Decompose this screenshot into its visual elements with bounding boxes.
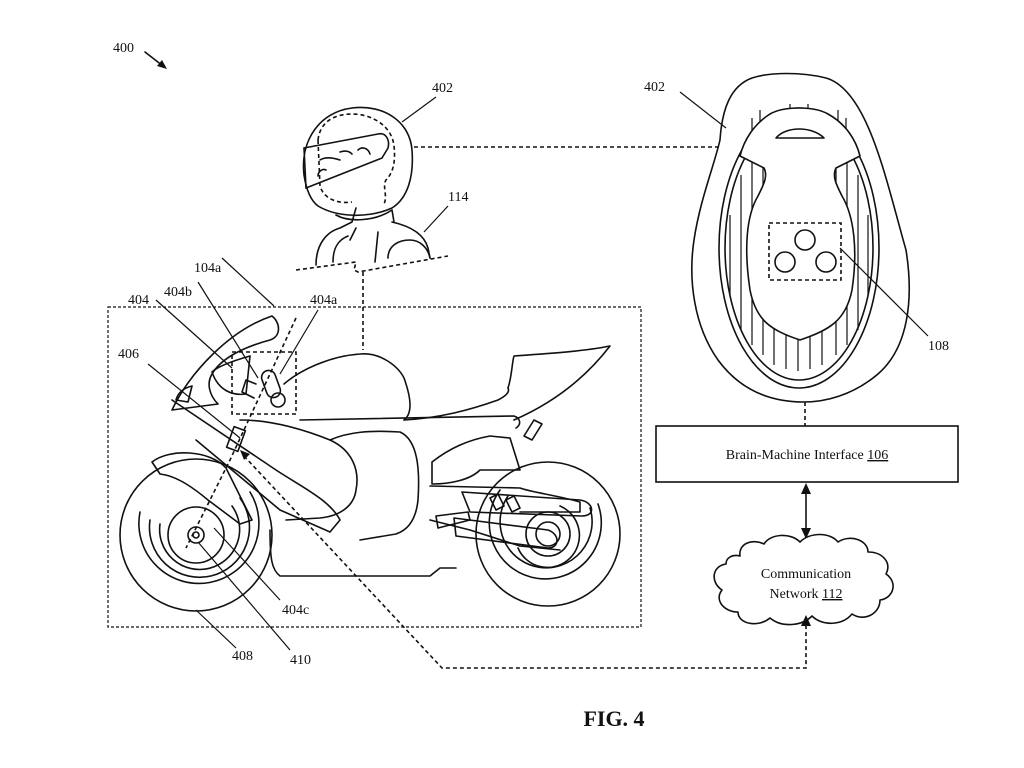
- label-404c: 404c: [282, 603, 309, 618]
- rear-wheel: [475, 461, 621, 607]
- controller-406: [225, 425, 247, 453]
- front-wheel: [119, 458, 273, 612]
- bidirectional-arrow-icon: [801, 483, 811, 539]
- arrow-head-icon: [240, 450, 250, 460]
- network-label-line1: Communication: [761, 567, 851, 582]
- bmi-block[interactable]: Brain-Machine Interface 106: [655, 425, 959, 483]
- label-402-top: 402: [644, 80, 665, 95]
- communication-network-cloud[interactable]: Communication Network 112: [713, 533, 894, 626]
- helmet-top-view: 402 108: [644, 72, 949, 403]
- leader-108: [839, 247, 929, 337]
- leader-410: [197, 541, 291, 651]
- arrow-head-icon: [801, 615, 811, 626]
- figure-ref-arrow-icon: [144, 51, 167, 69]
- link-vehicle-to-network: [240, 450, 811, 669]
- leader-402-side: [401, 96, 437, 123]
- sensor-group-box: [231, 351, 297, 415]
- figure-title: FIG. 4: [583, 706, 644, 731]
- leader-404b: [197, 281, 259, 379]
- leader-406: [147, 363, 241, 439]
- figure-reference: 400: [113, 41, 167, 69]
- leader-114: [423, 205, 449, 233]
- vehicle-system-boundary: [107, 306, 642, 628]
- label-404: 404: [128, 293, 149, 308]
- label-404a: 404a: [310, 293, 338, 308]
- figure-ref-label: 400: [113, 41, 134, 56]
- leader-404a: [279, 309, 319, 375]
- leader-104a: [221, 257, 275, 307]
- label-408: 408: [232, 649, 253, 664]
- label-114: 114: [448, 190, 468, 205]
- label-402-side: 402: [432, 81, 453, 96]
- bmi-label: Brain-Machine Interface 106: [726, 448, 888, 463]
- bci-electrode: [794, 229, 816, 251]
- bci-electrode: [774, 251, 796, 273]
- leader-408: [195, 609, 237, 649]
- motorcycle: [119, 315, 621, 612]
- label-404b: 404b: [164, 285, 192, 300]
- label-406: 406: [118, 347, 139, 362]
- network-label-line2: Network 112: [770, 587, 843, 602]
- leader-402-top: [679, 91, 727, 129]
- bci-electrode: [815, 251, 837, 273]
- label-108: 108: [928, 339, 949, 354]
- motorcycle-labels: 104a 404b 404 404a 406 404c 408 410: [118, 257, 338, 668]
- label-104a: 104a: [194, 261, 222, 276]
- leader-404c: [213, 527, 281, 601]
- leader-404: [155, 299, 233, 369]
- bci-sensor-region: [768, 222, 842, 281]
- rider-helmet-side-view: 402 114: [295, 81, 468, 273]
- label-410: 410: [290, 653, 311, 668]
